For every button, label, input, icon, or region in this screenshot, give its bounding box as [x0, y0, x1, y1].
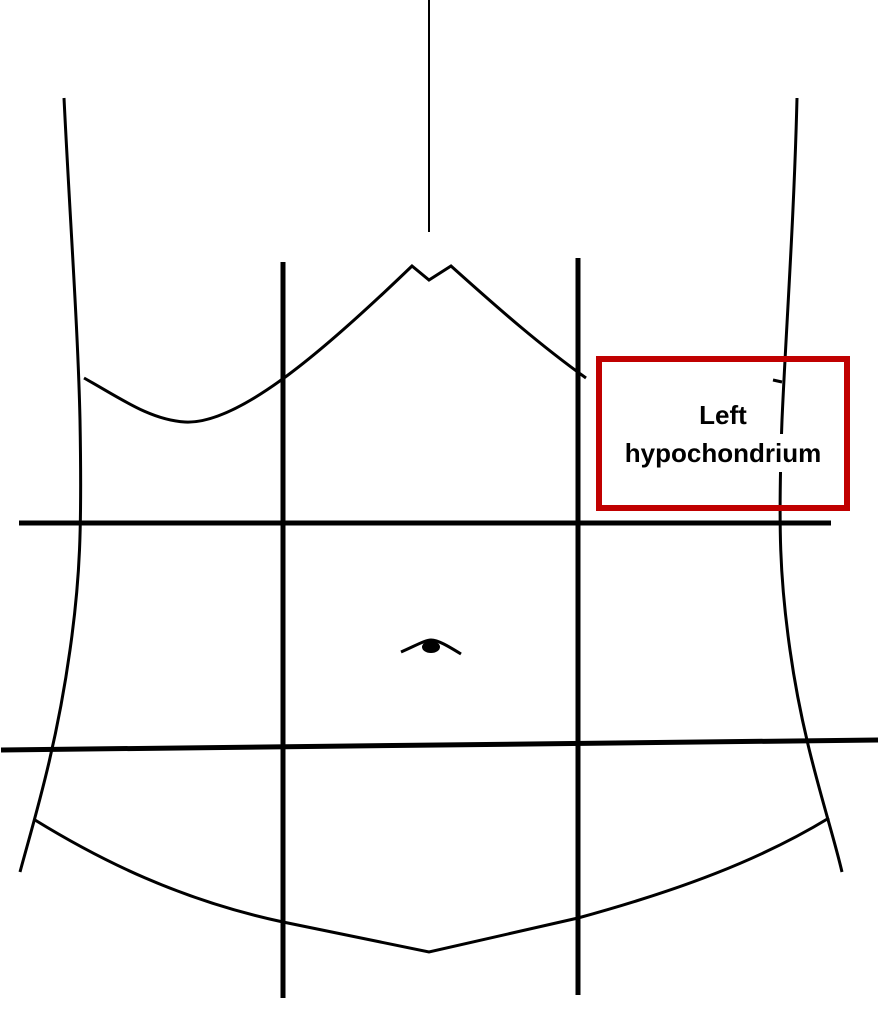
body-outline-left-side	[778, 97, 844, 873]
body-outline-right-side	[18, 97, 83, 873]
inguinal-outline	[34, 816, 830, 954]
umbilicus-dot	[422, 641, 440, 653]
costal-margin-right-stub	[772, 378, 783, 384]
costal-margin	[83, 263, 587, 424]
transtubercular-plane-line	[0, 737, 879, 753]
umbilicus	[400, 638, 462, 656]
